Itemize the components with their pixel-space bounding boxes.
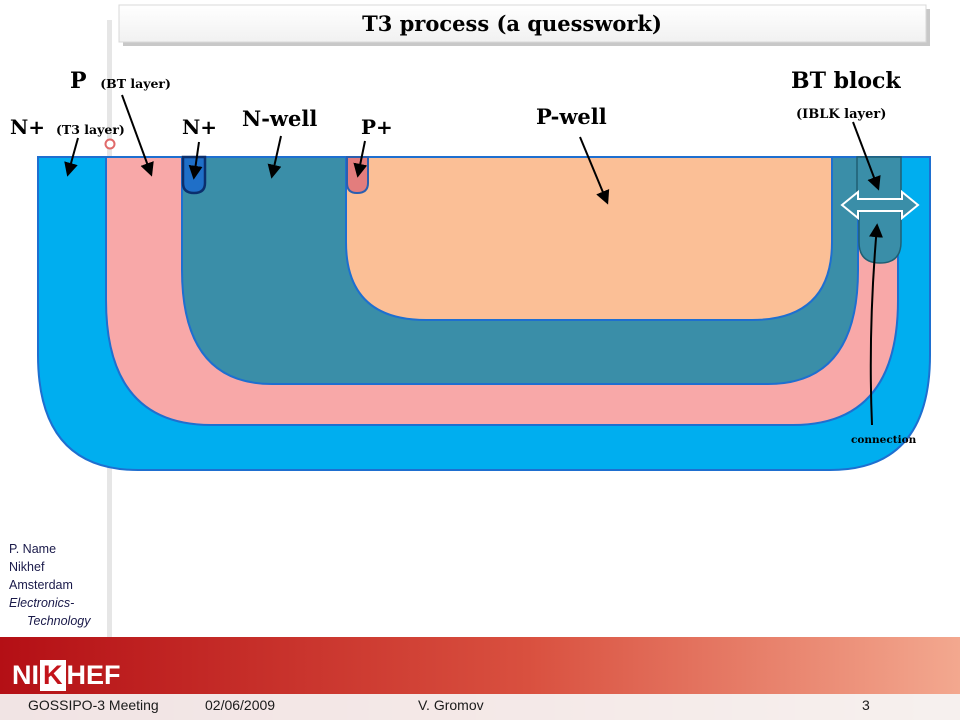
double-arrow-icon bbox=[840, 189, 920, 221]
arrow-p-layer bbox=[121, 94, 154, 177]
sidebar-name: P. Name bbox=[9, 542, 57, 556]
sidebar-dept2: Technology bbox=[27, 614, 91, 628]
svg-text:N+ (T3 layer): N+ (T3 layer) bbox=[10, 115, 125, 139]
arrow-bt-block bbox=[852, 121, 881, 191]
label-iblk: (IBLK layer) bbox=[796, 107, 886, 122]
footer-strip bbox=[0, 694, 960, 720]
label-nplus-t3: N+ bbox=[10, 115, 45, 139]
label-arrows bbox=[64, 94, 884, 426]
sidebar-city: Amsterdam bbox=[9, 578, 73, 592]
arrow-nplus-t3 bbox=[64, 137, 79, 177]
sidebar-info: P. Name Nikhef Amsterdam Electronics- Te… bbox=[9, 540, 90, 630]
arrow-connection bbox=[869, 223, 884, 426]
divider-dot bbox=[104, 138, 116, 150]
bt-block-bulb bbox=[858, 204, 902, 264]
footer-meeting: GOSSIPO-3 Meeting bbox=[28, 697, 159, 713]
arrow-pwell bbox=[579, 136, 610, 205]
logo-right: HEF bbox=[66, 660, 121, 690]
svg-text:P (BT layer): P (BT layer) bbox=[70, 68, 171, 94]
sidebar-org: Nikhef bbox=[9, 560, 45, 574]
label-nplus: N+ bbox=[182, 115, 217, 139]
arrow-pplus bbox=[353, 140, 368, 178]
label-p-sub: (BT layer) bbox=[100, 76, 171, 91]
label-nwell: N-well bbox=[242, 106, 317, 131]
footer-date: 02/06/2009 bbox=[205, 697, 276, 713]
pplus-contact bbox=[346, 156, 369, 195]
device-cross-section bbox=[37, 155, 931, 471]
label-connection: connection bbox=[851, 434, 917, 446]
arrow-nwell bbox=[267, 135, 282, 179]
label-pwell: P-well bbox=[536, 104, 607, 129]
label-nplus-t3-sub: (T3 layer) bbox=[56, 122, 125, 137]
footer-author: V. Gromov bbox=[418, 697, 484, 713]
arrow-nplus bbox=[188, 141, 203, 180]
logo-left: NI bbox=[12, 660, 39, 690]
footer-page: 3 bbox=[862, 697, 870, 713]
region-labels: P (BT layer) BT block (IBLK layer) N+ (T… bbox=[10, 68, 917, 446]
label-p: P bbox=[70, 68, 87, 94]
pwell-region bbox=[345, 156, 833, 321]
label-bt-block: BT block bbox=[791, 68, 901, 94]
sidebar-dept: Electronics- bbox=[9, 596, 75, 610]
title-banner: T3 process (a quesswork) bbox=[118, 4, 930, 46]
logo-k: K bbox=[40, 660, 66, 691]
label-pplus: P+ bbox=[361, 115, 393, 139]
slide-title: T3 process (a quesswork) bbox=[362, 11, 662, 36]
